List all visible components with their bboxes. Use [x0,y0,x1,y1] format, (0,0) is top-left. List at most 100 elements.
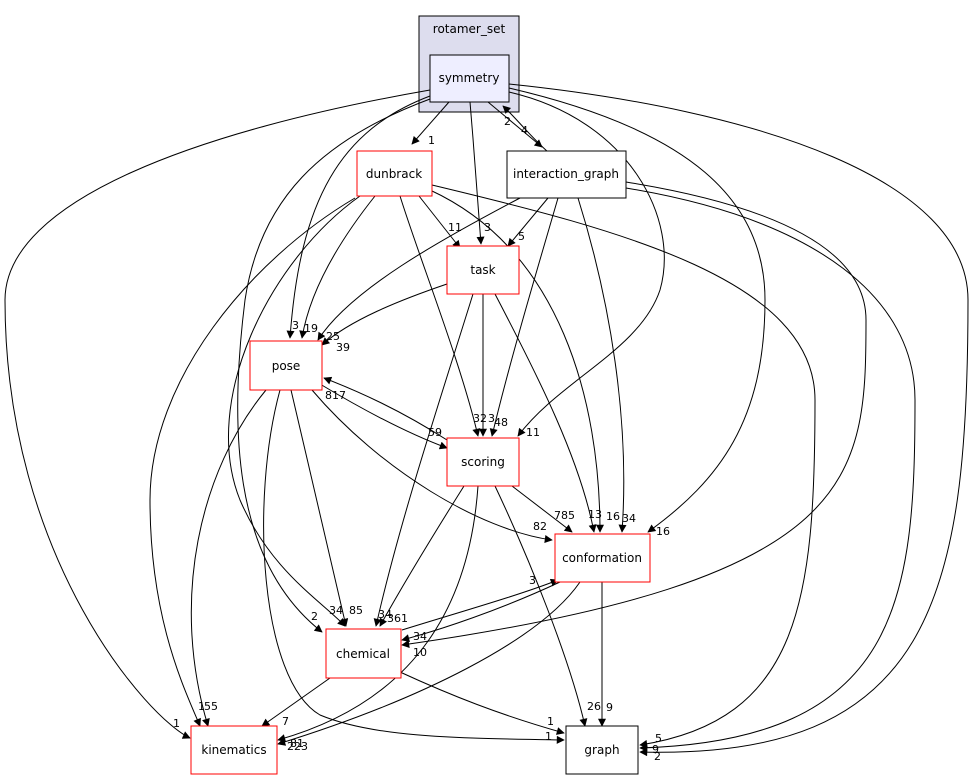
node-dunbrack-label: dunbrack [366,167,422,181]
edge-label-scoring-kinematics: 223 [287,740,308,753]
node-pose-label: pose [272,359,301,373]
edge-interaction-graph-symmetry[interactable] [502,105,549,153]
nodes: symmetry dunbrack interaction_graph task… [190,54,651,775]
node-chemical[interactable]: chemical [325,628,402,679]
edge-task-chemical[interactable] [373,293,474,627]
edge-label-dunbrack-conformation: 16 [606,510,620,523]
edge-label-pose-chemical: 85 [349,604,363,617]
edge-symmetry-pose[interactable] [286,95,431,339]
node-conformation-label: conformation [562,551,642,565]
edge-label-conformation-graph: 9 [606,701,613,714]
edge-label-symmetry-interaction-graph: 2 [504,115,511,128]
edge-label-dunbrack-kinematics: 1 [198,700,205,713]
edge-pose-conformation[interactable] [311,389,553,543]
edge-label-dunbrack-scoring: 32 [473,412,487,425]
edge-symmetry-graph[interactable] [508,83,969,757]
edge-symmetry-chemical[interactable] [237,98,431,633]
edge-label-pose-graph: 1 [545,730,552,743]
edge-dunbrack-scoring[interactable] [399,195,481,437]
edge-label-symmetry-task: 3 [484,221,491,234]
edge-label-interaction-graph-graph: 9 [652,743,659,756]
edge-label-pose-kinematics: 55 [204,700,218,713]
node-scoring-label: scoring [461,455,505,469]
node-conformation[interactable]: conformation [554,533,651,583]
edge-label-task-conformation: 13 [588,508,602,521]
edge-pose-chemical[interactable] [290,389,349,627]
edge-dunbrack-kinematics[interactable] [149,197,356,727]
edge-chemical-conformation[interactable] [401,578,559,631]
edge-pose-graph[interactable] [263,389,565,744]
edge-scoring-pose[interactable] [323,376,448,441]
edge-task-pose[interactable] [321,283,448,346]
node-graph-label: graph [584,743,619,757]
edge-dunbrack-task[interactable] [418,195,461,249]
edge-label-scoring-conformation: 785 [554,509,575,522]
node-graph[interactable]: graph [565,725,639,775]
edge-label-interaction-graph-task: 5 [518,230,525,243]
edge-label-symmetry-chemical: 2 [311,610,318,623]
edge-dunbrack-pose[interactable] [299,195,376,339]
edge-interaction-graph-task[interactable] [507,197,549,247]
edge-symmetry-interaction-graph[interactable] [487,101,543,148]
edge-dunbrack-conformation[interactable] [429,189,604,533]
edge-label-symmetry-graph: 2 [654,750,661,763]
node-interaction-graph[interactable]: interaction_graph [506,150,627,199]
edge-label-conformation-chemical: 34 [413,630,427,643]
edge-chemical-kinematics[interactable] [261,677,331,727]
edge-symmetry-conformation[interactable] [508,87,766,533]
edge-label-interaction-graph-symmetry: 4 [521,124,528,137]
edge-label-dunbrack-graph: 5 [655,732,662,745]
edge-scoring-chemical[interactable] [379,485,465,627]
edge-interaction-graph-pose[interactable] [317,197,521,341]
edge-label-symmetry-dunbrack: 1 [428,134,435,147]
edge-symmetry-task[interactable] [469,101,485,245]
edge-interaction-graph-chemical[interactable] [401,181,867,648]
node-symmetry-label: symmetry [439,71,500,85]
edge-task-conformation[interactable] [494,293,597,533]
edge-scoring-conformation[interactable] [511,485,573,533]
edge-label-task-pose: 39 [336,341,350,354]
edge-dunbrack-graph[interactable] [431,184,816,748]
edge-label-chemical-kinematics: 7 [282,715,289,728]
edge-label-dunbrack-chemical: 34 [329,604,343,617]
edge-label-task-scoring: 48 [494,416,508,429]
edge-scoring-graph[interactable] [494,485,588,727]
node-interaction-graph-label: interaction_graph [513,167,619,181]
edge-label-interaction-graph-scoring: 3 [488,412,495,425]
edge-chemical-graph[interactable] [399,671,565,735]
edge-label-symmetry-scoring: 11 [526,426,540,439]
node-task[interactable]: task [446,245,520,295]
node-chemical-label: chemical [336,647,390,661]
edge-symmetry-kinematics[interactable] [4,89,431,739]
edge-label-scoring-graph: 26 [587,700,601,713]
edge-label-scoring-pose: 817 [325,389,346,402]
edge-interaction-graph-graph[interactable] [625,187,916,752]
node-scoring[interactable]: scoring [446,437,520,487]
edge-conformation-chemical[interactable] [401,581,561,643]
edge-interaction-graph-conformation[interactable] [577,197,627,533]
edge-label-conformation-kinematics: 81 [290,737,304,750]
edges: 1 2 4 3 3 11 16 2 1 2 11 19 32 [4,83,969,763]
edge-label-symmetry-kinematics: 1 [173,717,180,730]
edge-pose-scoring[interactable] [319,383,448,450]
edge-scoring-kinematics[interactable] [277,485,479,742]
edge-label-dunbrack-task: 11 [448,221,462,234]
edge-label-symmetry-conformation: 16 [656,525,670,538]
node-task-label: task [470,263,495,277]
edge-label-chemical-graph: 1 [547,715,554,728]
edge-symmetry-dunbrack[interactable] [411,101,450,145]
node-pose[interactable]: pose [249,340,323,391]
edge-dunbrack-chemical[interactable] [227,195,361,627]
node-kinematics[interactable]: kinematics [190,725,278,775]
edge-conformation-kinematics[interactable] [277,581,581,746]
edge-pose-kinematics[interactable] [190,389,267,727]
edge-interaction-graph-scoring[interactable] [489,197,559,437]
node-symmetry[interactable]: symmetry [429,54,510,103]
edge-label-pose-conformation: 82 [533,520,547,533]
edge-label-symmetry-pose: 3 [292,319,299,332]
cluster-rotamer-set-label: rotamer_set [433,22,506,36]
edge-symmetry-scoring[interactable] [508,91,665,437]
edge-label-interaction-graph-conformation: 34 [622,512,636,525]
node-dunbrack[interactable]: dunbrack [356,150,433,197]
